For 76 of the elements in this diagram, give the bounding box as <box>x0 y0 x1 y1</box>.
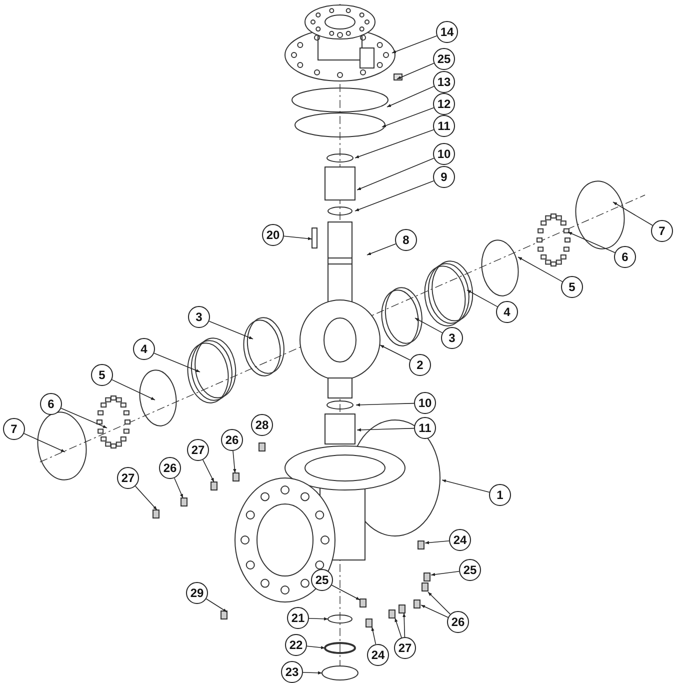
leader-line <box>60 408 108 428</box>
callout-number: 29 <box>186 582 208 604</box>
callout-number: 7 <box>651 220 673 242</box>
callout-number: 7 <box>3 418 25 440</box>
leader-line <box>420 604 448 618</box>
leader-line <box>518 256 563 282</box>
leader-line <box>112 379 156 400</box>
callout-number: 11 <box>433 115 455 137</box>
leader-line <box>284 236 312 240</box>
leader-line <box>386 86 434 108</box>
callout-number: 14 <box>436 21 458 43</box>
leader-line <box>396 62 434 80</box>
callout-number: 5 <box>561 276 583 298</box>
leader-line <box>354 180 434 212</box>
callout-number: 9 <box>433 166 455 188</box>
callout-number: 10 <box>433 143 455 165</box>
callout-number: 8 <box>395 229 417 251</box>
callout-number: 25 <box>459 559 481 581</box>
leader-line <box>414 318 443 334</box>
callout-number: 26 <box>221 429 243 451</box>
leader-line <box>424 540 450 544</box>
callout-number: 22 <box>285 634 307 656</box>
leader-line <box>232 450 236 474</box>
leader-line <box>206 598 228 612</box>
leader-line <box>392 36 438 54</box>
leader-line <box>380 344 411 360</box>
leader-line <box>135 486 158 510</box>
callout-number: 1 <box>489 484 511 506</box>
callout-number: 6 <box>614 246 636 268</box>
leader-line <box>356 158 434 190</box>
callout-number: 28 <box>251 414 273 436</box>
leader-line <box>466 290 498 308</box>
callout-number: 6 <box>40 393 62 415</box>
callout-number: 12 <box>433 93 455 115</box>
callout-number: 27 <box>187 439 209 461</box>
leader-line <box>382 107 434 128</box>
callout-number: 26 <box>447 611 469 633</box>
leader-line <box>308 617 328 620</box>
callout-number: 25 <box>433 48 455 70</box>
callout-number: 24 <box>449 529 471 551</box>
leader-line <box>174 478 184 498</box>
callout-number: 21 <box>287 607 309 629</box>
callout-number: 23 <box>281 661 303 683</box>
leader-line <box>24 433 66 452</box>
leader-line <box>394 618 402 638</box>
leader-line <box>302 671 322 674</box>
callout-number: 20 <box>262 224 284 246</box>
leader-line <box>202 459 214 482</box>
leader-line <box>356 402 414 406</box>
callout-number: 10 <box>414 392 436 414</box>
callout-number: 2 <box>409 354 431 376</box>
leader-line <box>402 612 406 638</box>
callout-number: 5 <box>91 364 113 386</box>
leader-line <box>354 129 434 158</box>
callout-number: 11 <box>414 417 436 439</box>
callout-number: 27 <box>394 637 416 659</box>
callout-number: 13 <box>433 71 455 93</box>
leader-line <box>442 479 490 493</box>
callout-number: 4 <box>496 301 518 323</box>
callout-number: 3 <box>441 327 463 349</box>
callout-number: 27 <box>117 467 139 489</box>
leader-line <box>430 571 460 576</box>
callout-number: 3 <box>188 306 210 328</box>
callout-number: 26 <box>159 457 181 479</box>
leader-line <box>154 352 200 372</box>
leader-line <box>356 428 414 432</box>
leader-line <box>208 320 254 340</box>
callout-number: 24 <box>367 644 389 666</box>
leader-line <box>306 646 326 650</box>
leader-line <box>568 232 616 253</box>
leader-line <box>371 626 376 645</box>
callout-number: 4 <box>133 338 155 360</box>
leader-line <box>331 584 360 600</box>
leader-line <box>428 592 451 615</box>
leader-line <box>612 202 653 226</box>
leader-line <box>366 244 396 256</box>
